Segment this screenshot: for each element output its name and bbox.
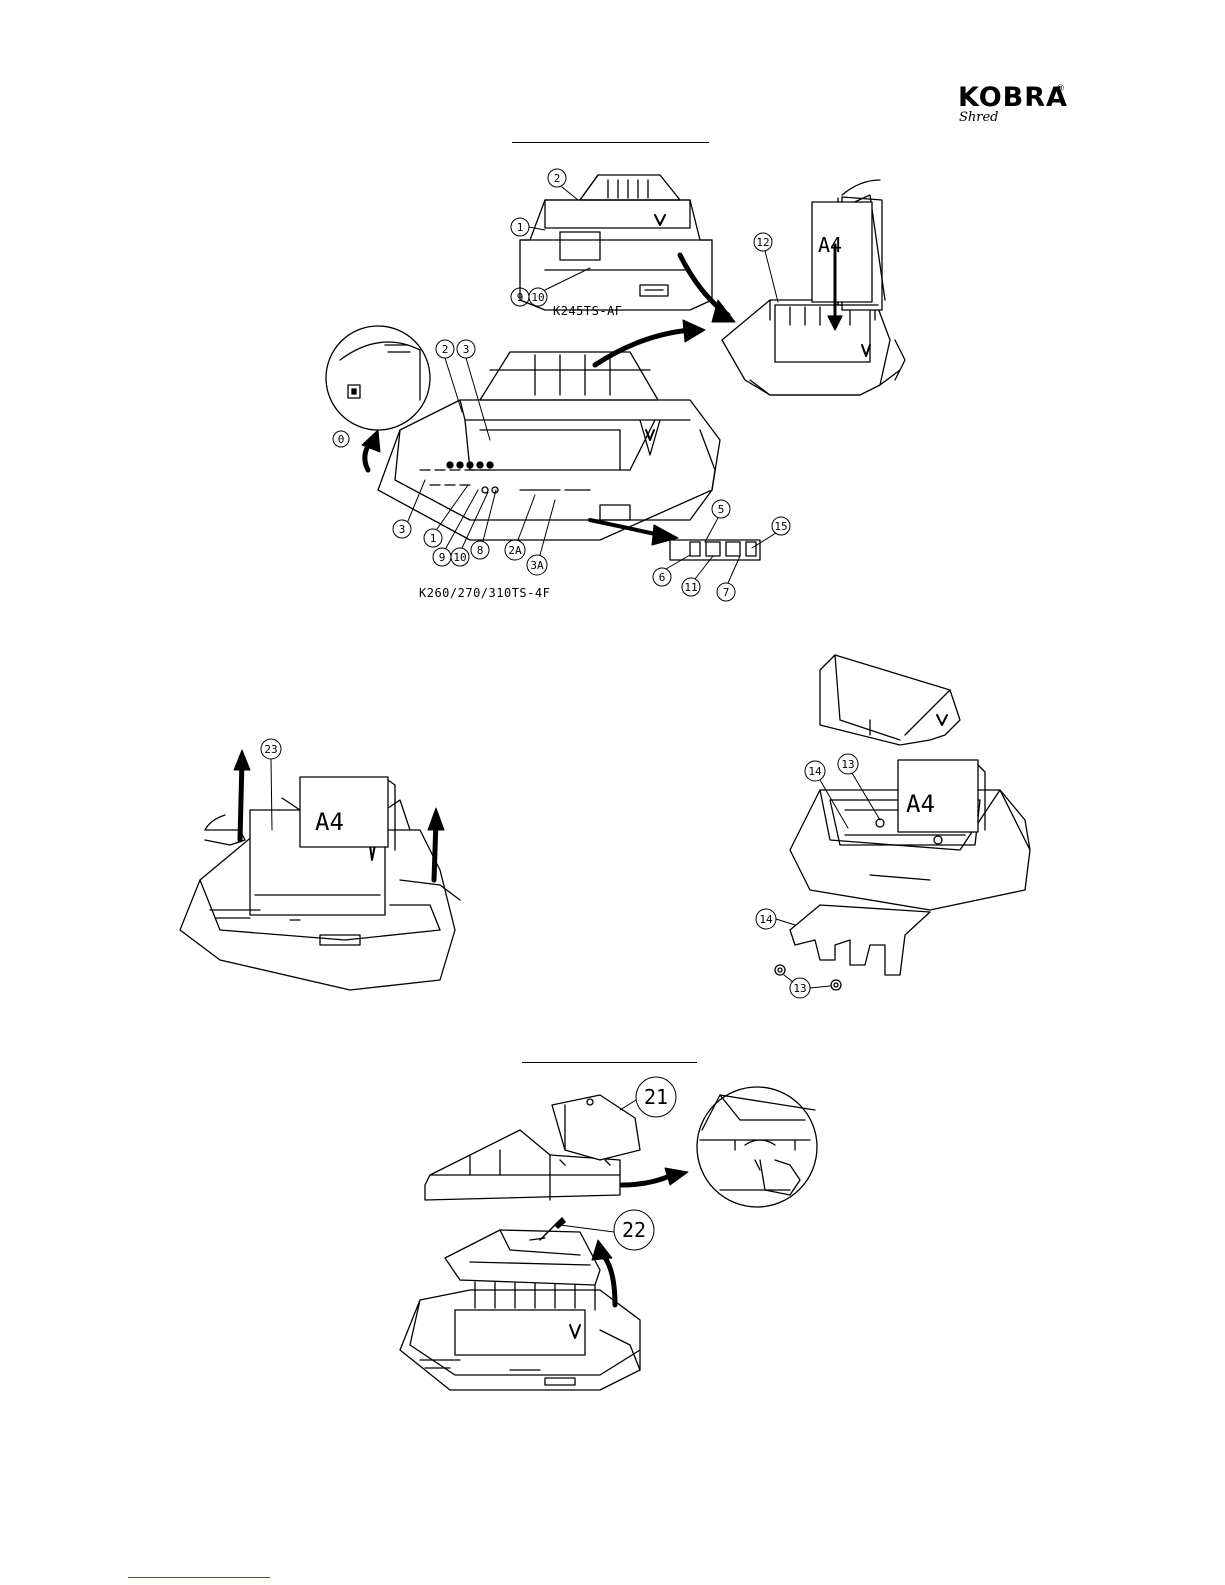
callout-22-label: 22 [622,1218,646,1242]
callout-10-small: 10 [531,291,544,304]
callout-1-small: 1 [517,221,524,234]
side-view-arrow [622,1168,688,1185]
comb-part-drawing [775,905,930,990]
callout-14-comb: 14 [759,913,773,926]
control-panel-detail [670,540,760,560]
paper-label-top: A4 [818,233,842,257]
callout-3-large: 3 [463,343,470,356]
callout-15-panel: 15 [774,520,787,533]
paper-sheet-mid: A4 [300,777,395,850]
paper-label-mid: A4 [315,808,344,836]
callout-11-panel: 11 [684,581,697,594]
paper-sheet-right: A4 [898,760,985,832]
callout-5-panel: 5 [718,503,725,516]
callout-9-small: 9 [517,291,524,304]
inset-hinge-detail [697,1087,817,1207]
callout-23-label: 23 [264,743,277,756]
callout-13-top: 13 [841,758,854,771]
paper-label-right: A4 [906,790,935,818]
callout-6-panel: 6 [659,571,666,584]
callout-21-label: 21 [644,1085,668,1109]
callout-2-large: 2 [442,343,449,356]
small-shredder-drawing [520,175,712,310]
callout-14-top: 14 [808,765,822,778]
callout-7-panel: 7 [723,586,730,599]
inset-switch-detail [326,326,430,430]
callout-10-large: 10 [453,551,466,564]
large-shredder-drawing [378,352,720,540]
callout-0-inset: 0 [338,433,345,446]
callout-8-large: 8 [477,544,484,557]
callout-1-large: 1 [430,532,437,545]
callout-9-large: 9 [439,551,446,564]
callout-2-small: 2 [554,172,561,185]
callout-3a-large: 3A [530,559,544,572]
callouts-small [511,169,590,306]
callout-2a-large: 2A [508,544,522,557]
side-view-drawing [425,1095,640,1200]
paper-sheet-top: A4 [812,202,872,330]
callout-3-lower: 3 [399,523,406,536]
callout-12-top-right: 12 [756,236,769,249]
callout-13-screws: 13 [793,982,806,995]
